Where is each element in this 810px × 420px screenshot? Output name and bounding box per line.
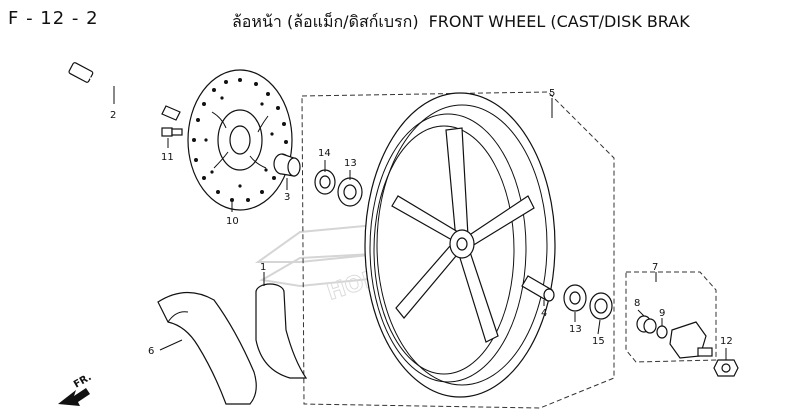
callout-11: 11: [161, 152, 174, 163]
front-axle-part: [68, 62, 181, 121]
oil-seal-part: [589, 292, 613, 320]
disk-bolt-part: [161, 127, 183, 137]
callout-13-upper: 13: [344, 158, 357, 169]
brake-disk-part: [187, 69, 293, 211]
front-direction-arrow: FR.: [58, 372, 94, 406]
callout-14: 14: [318, 148, 331, 159]
side-collar-part: [273, 153, 301, 177]
inner-tube-part: [255, 283, 308, 379]
callout-12: 12: [720, 336, 733, 347]
callout-15: 15: [592, 336, 605, 347]
bearing-lower-part: [563, 284, 587, 312]
dust-seal-part: [314, 169, 336, 195]
callout-4: 4: [541, 308, 547, 319]
callout-3: 3: [284, 192, 290, 203]
callout-2: 2: [110, 110, 116, 121]
callout-7: 7: [652, 262, 658, 273]
diagram-title: ล้อหน้า (ล้อแม็ก/ดิสก์เบรก) FRONT WHEEL (…: [232, 10, 690, 35]
title-english: FRONT WHEEL (CAST/DISK BRAK: [428, 12, 690, 31]
leader-lines: [113, 86, 727, 360]
page-code: F - 12 - 2: [8, 8, 99, 29]
speedometer-retainer-part: [636, 315, 657, 334]
axle-nut-part: [713, 359, 739, 377]
direction-label: FR.: [72, 372, 94, 391]
callout-1: 1: [260, 262, 266, 273]
callout-6: 6: [148, 346, 154, 357]
speedometer-gearbox-part: [669, 321, 713, 359]
callout-8: 8: [634, 298, 640, 309]
distance-collar-part: [521, 275, 555, 302]
gearbox-assembly-frame: [625, 271, 717, 363]
bearing-upper-part: [337, 177, 363, 207]
wheel-assembly-frame: [301, 91, 615, 409]
o-ring-part: [656, 325, 668, 339]
callout-13-lower: 13: [569, 324, 582, 335]
callout-10: 10: [226, 216, 239, 227]
callout-9: 9: [659, 308, 665, 319]
callout-5: 5: [549, 88, 555, 99]
tire-part: [157, 291, 257, 405]
title-thai: ล้อหน้า (ล้อแม็ก/ดิสก์เบรก): [232, 12, 419, 31]
front-cast-wheel-part: [364, 92, 556, 398]
